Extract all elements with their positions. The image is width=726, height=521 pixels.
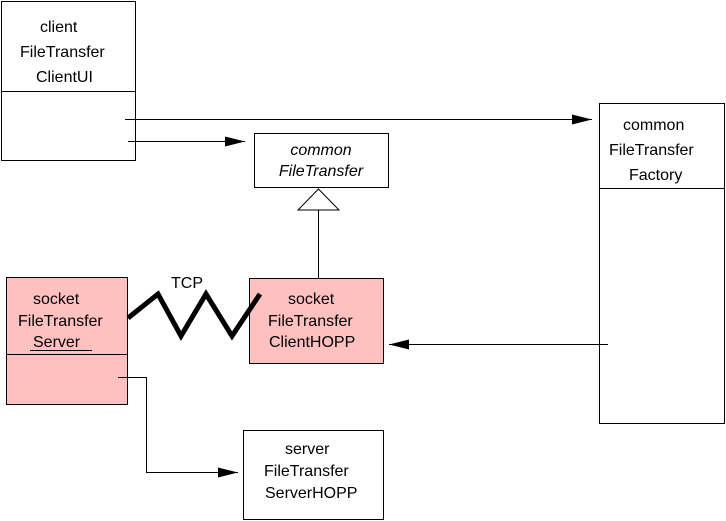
arrow-socket-server-to-server-hopp: [118, 377, 238, 478]
client-ui-box-frame: [1, 1, 136, 161]
common-factory-box: common FileTransfer Factory: [599, 103, 725, 424]
server-hopp-line3: ServerHOPP: [265, 485, 357, 502]
common-file-transfer-line2: FileTransfer: [279, 163, 364, 180]
server-hopp-box-frame: [243, 430, 384, 520]
socket-server-line1: socket: [33, 291, 80, 308]
socket-server-box-frame: [6, 277, 128, 405]
socket-server-line3: Server: [33, 334, 81, 351]
socket-client-hopp-line1: socket: [288, 291, 335, 308]
client-ui-line1: client: [40, 19, 78, 36]
socket-client-hopp-line2: FileTransfer: [268, 313, 353, 330]
tcp-connection-zigzag: [126, 289, 263, 342]
client-ui-line2: FileTransfer: [20, 44, 105, 61]
socket-server-box: socket FileTransfer Server: [6, 277, 128, 405]
common-file-transfer-box: common FileTransfer: [254, 133, 389, 188]
common-factory-line2: FileTransfer: [609, 142, 694, 159]
server-hopp-line1: server: [285, 441, 330, 458]
server-hopp-box: server FileTransfer ServerHOPP: [243, 430, 384, 520]
socket-client-hopp-box: socket FileTransfer ClientHOPP: [249, 278, 384, 364]
socket-client-hopp-box-frame: [249, 278, 384, 364]
common-file-transfer-line1: common: [290, 142, 351, 159]
common-factory-line3: Factory: [629, 167, 682, 184]
socket-client-hopp-line3: ClientHOPP: [269, 334, 355, 351]
realization-triangle-icon: [296, 188, 341, 211]
server-hopp-line2: FileTransfer: [264, 463, 349, 480]
common-file-transfer-box-frame: [254, 133, 389, 188]
tcp-label: TCP: [171, 275, 203, 292]
client-ui-box: client FileTransfer ClientUI: [1, 1, 136, 161]
common-factory-box-frame: [599, 103, 725, 424]
client-ui-line3: ClientUI: [36, 69, 93, 86]
common-factory-line1: common: [623, 117, 684, 134]
socket-server-line2: FileTransfer: [18, 313, 103, 330]
